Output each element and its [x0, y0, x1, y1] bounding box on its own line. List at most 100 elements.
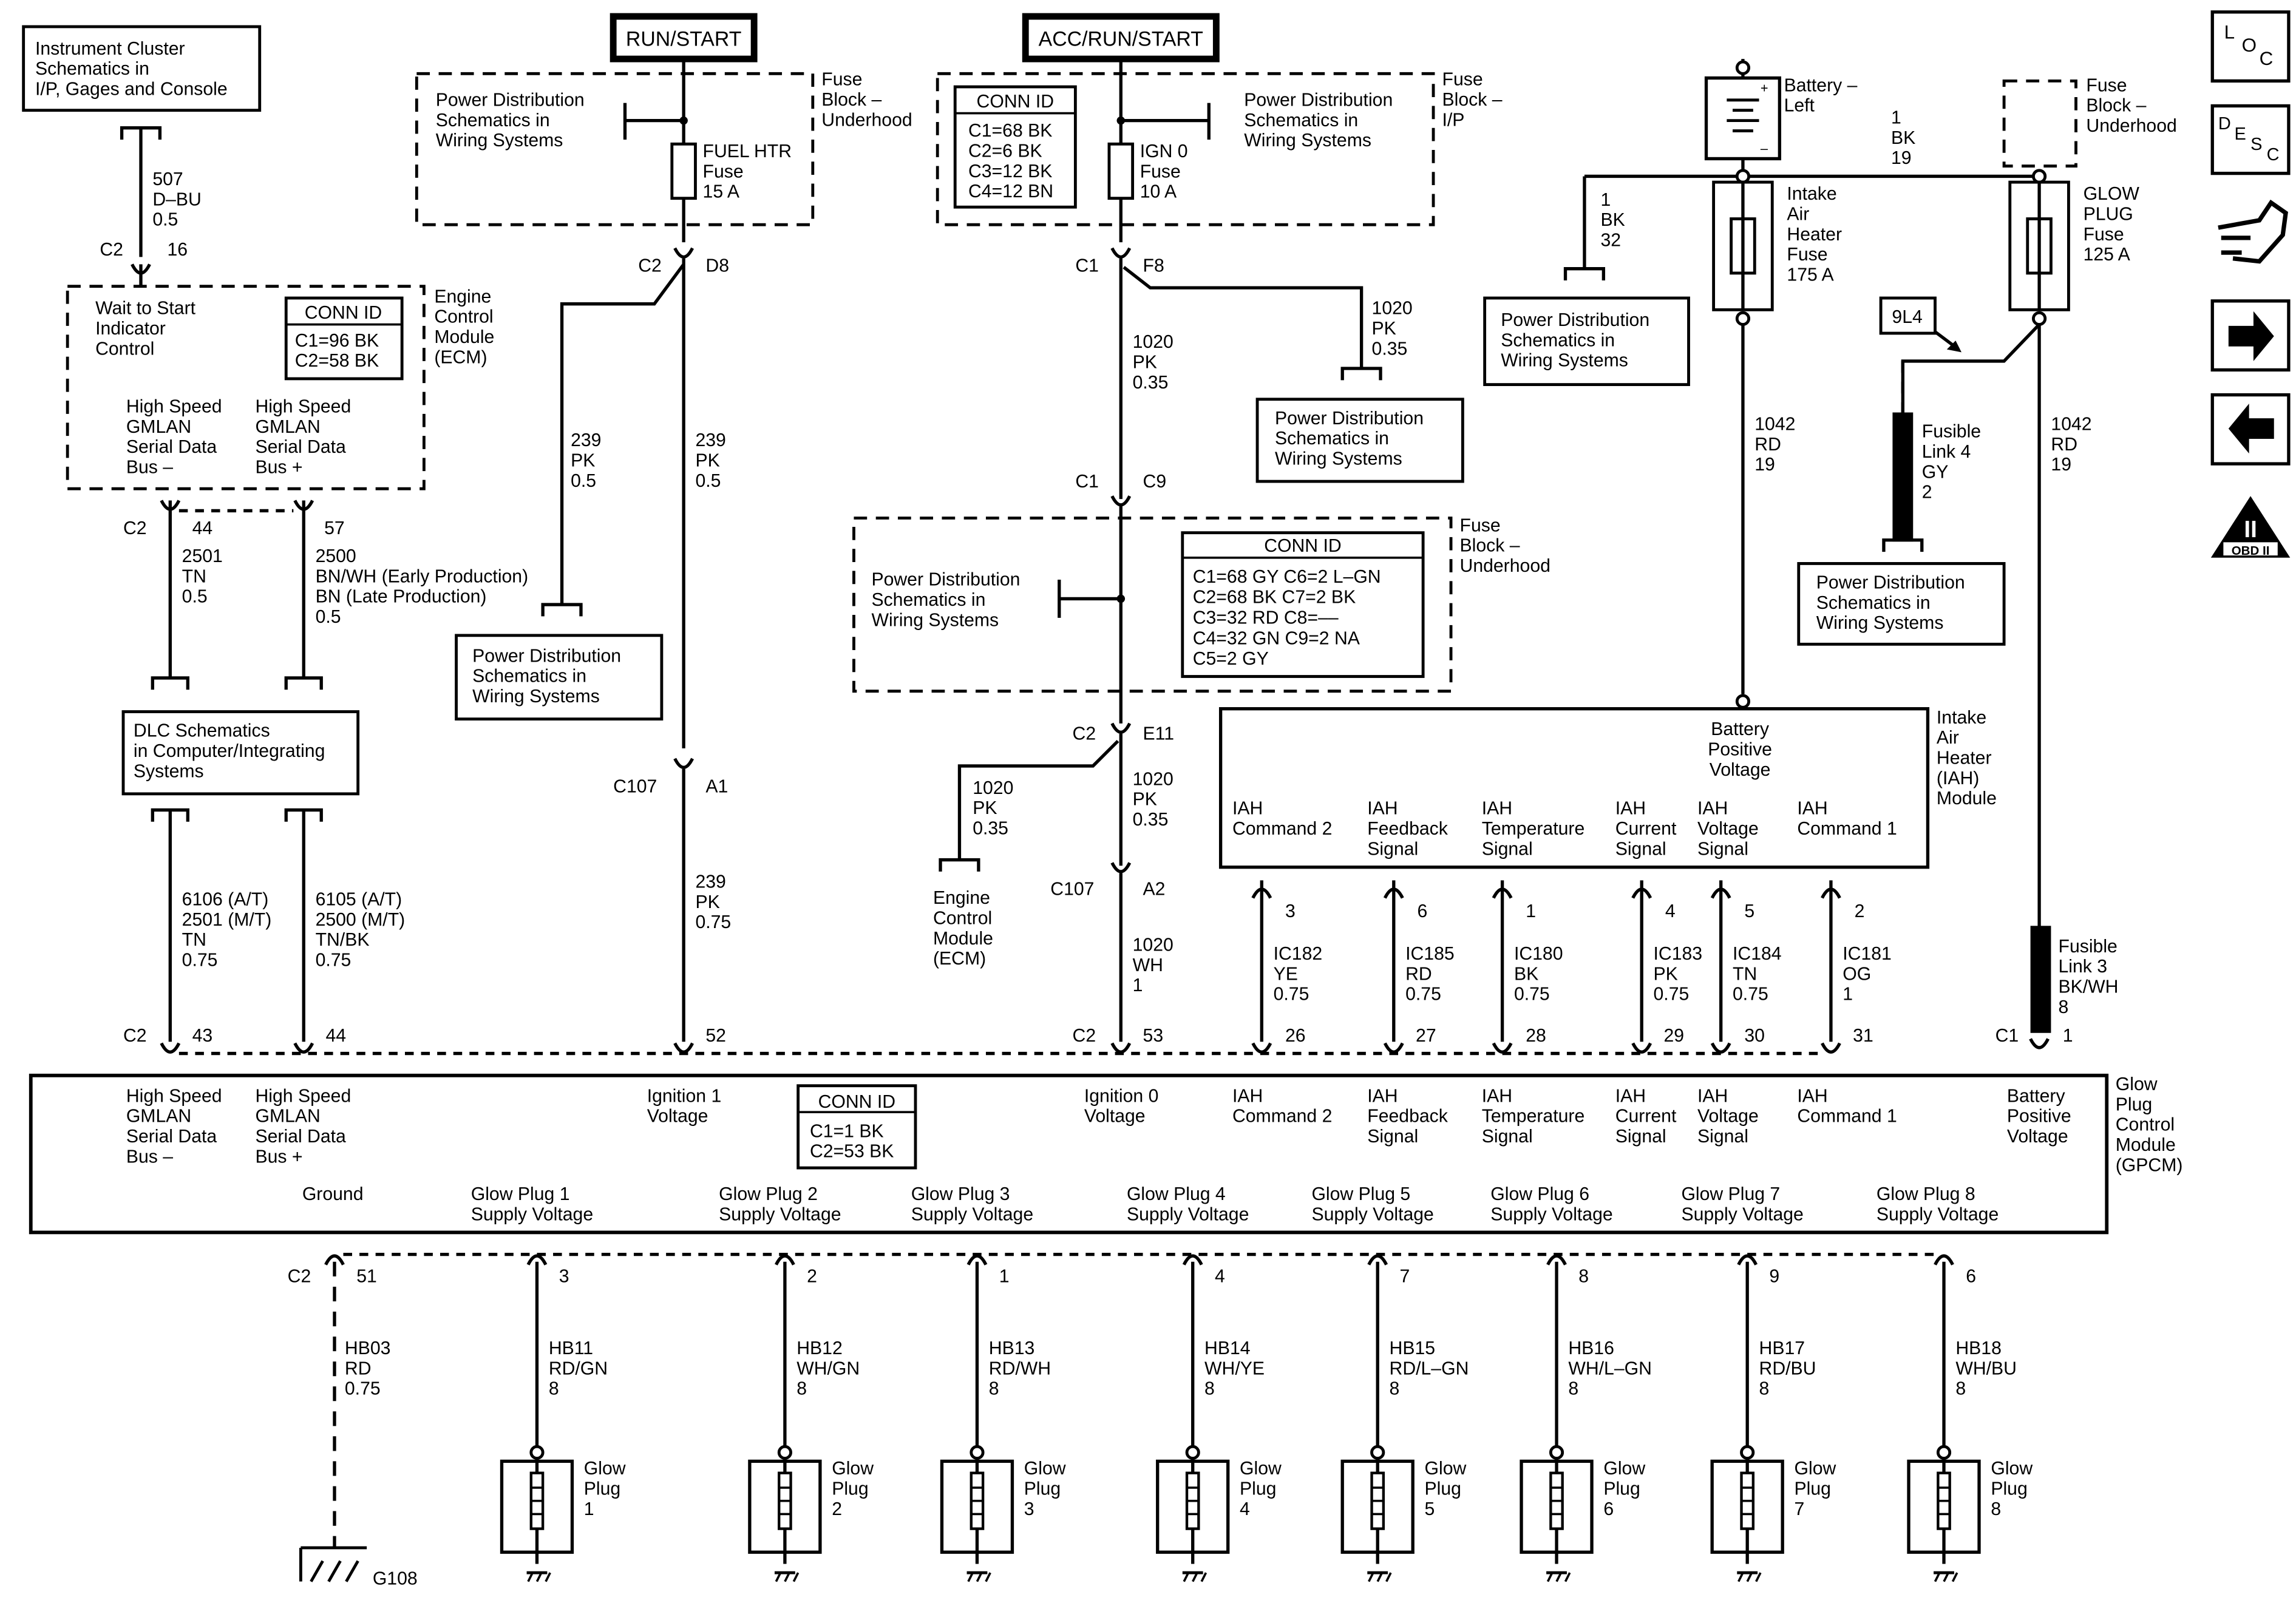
fuse-block-label: Block – — [1460, 536, 1520, 556]
gpcm-pin-label: Supply Voltage — [1681, 1205, 1803, 1225]
gpcm-pin-label: IAH — [1367, 1086, 1398, 1106]
pd-text: Wiring Systems — [1275, 449, 1402, 469]
wire-6105-label: 2500 (M/T) — [316, 910, 406, 930]
gpcm-pin-label: Command 1 — [1797, 1107, 1897, 1127]
connid-rows: C2=58 BK — [295, 351, 379, 371]
glow-wire-label: RD/L–GN — [1390, 1358, 1469, 1378]
pd-text: Power Distribution — [1244, 90, 1393, 110]
bracket — [284, 676, 323, 690]
ecm-inner-text: Wait to Start — [95, 299, 196, 319]
gpcm-pin-label: Glow Plug 5 — [1311, 1184, 1410, 1204]
connid-rows: C3=32 RD C8=–– — [1193, 608, 1339, 628]
conn-label: C2 — [1073, 724, 1096, 744]
connid-title: CONN ID — [977, 92, 1054, 112]
wire-1042-label: 1042 — [1754, 415, 1795, 435]
harness-icon — [2221, 236, 2251, 255]
fusible-label: Fusible — [1922, 422, 1981, 442]
fuse-label: 15 A — [703, 182, 740, 202]
glow-plug-label: Glow — [1991, 1459, 2033, 1479]
fuse-block-label: Fuse — [1460, 515, 1501, 535]
loc-letter: O — [2242, 35, 2257, 56]
glow-wire-label: 8 — [1390, 1379, 1400, 1399]
pd-text: Schematics in — [1244, 110, 1358, 131]
connid-title: CONN ID — [305, 303, 382, 323]
battery-plus: + — [1761, 81, 1768, 96]
glow-wire-label: 8 — [549, 1379, 559, 1399]
glow-plug-label: Glow — [1024, 1459, 1066, 1479]
fusible-label: Link 4 — [1922, 442, 1971, 462]
battery-box — [1704, 76, 1782, 161]
ecm-label: Engine — [434, 286, 491, 307]
glow-plug-label: Glow — [1603, 1459, 1645, 1479]
iah-pin-label: IAH — [1482, 799, 1512, 819]
obd-text: OBD II — [2232, 544, 2270, 558]
ecm-small-text: Control — [933, 908, 992, 928]
fuse-block-label: Fuse — [2086, 75, 2127, 95]
ecm-small-text: (ECM) — [933, 949, 986, 969]
glow-plug-coil — [531, 1486, 543, 1516]
conn-label: C2 — [638, 256, 662, 276]
wire-1042-label: 19 — [1754, 455, 1775, 475]
conn-label: C2 — [123, 518, 147, 538]
gpcm-pin-label: Supply Voltage — [471, 1205, 593, 1225]
battery-terminal — [1735, 60, 1751, 75]
gpcm-pin-label: High Speed — [255, 1086, 351, 1106]
iah-pin-label: IAH — [1232, 799, 1263, 819]
iah-module-box — [1218, 707, 1930, 869]
iah-label: (IAH) — [1937, 768, 1979, 788]
glow-plug-label: Glow — [832, 1459, 874, 1479]
glow-wire-label: 8 — [1955, 1379, 1966, 1399]
iah-wire-label: PK — [1654, 964, 1678, 984]
pd-fusible4-box — [1797, 562, 2006, 646]
pd-text: Schematics in — [871, 590, 985, 610]
ecm-pin-label: GMLAN — [255, 417, 320, 437]
fusible-label: Link 3 — [2059, 957, 2108, 977]
fusible-link-3 — [2030, 926, 2051, 1033]
glow-plug-coil — [1371, 1486, 1384, 1516]
gpcm-pin-label: Glow Plug 1 — [471, 1184, 570, 1204]
gpcm-top-connector — [1251, 1042, 1272, 1054]
wire-6106-label: TN — [182, 930, 206, 950]
fuse-label: Fuse — [1140, 161, 1181, 181]
pd-text: Wiring Systems — [472, 686, 600, 707]
glow-wire-label: HB15 — [1390, 1338, 1436, 1358]
conn-label: 8 — [1578, 1267, 1589, 1287]
iah-battery-label: Positive — [1708, 740, 1772, 760]
gpcm-pin-label: IAH — [1615, 1086, 1646, 1106]
iah-wire-label: IC184 — [1733, 944, 1782, 964]
terminal-ring — [2032, 311, 2047, 326]
chassis-ground — [1368, 1572, 1392, 1582]
ecm-small-text: Module — [933, 929, 993, 949]
glow-plug-terminal — [1936, 1445, 1952, 1460]
connid-rows: C2=68 BK C7=2 BK — [1193, 588, 1356, 608]
c107-a2-connector — [1110, 862, 1132, 873]
ecm-pin-label: Serial Data — [255, 437, 346, 457]
ref-9l4-text: 9L4 — [1892, 307, 1922, 327]
wire-1020-label: 1020 — [1133, 769, 1173, 789]
iah-pin-label: Voltage — [1697, 819, 1759, 839]
connid-rows: C4=12 BN — [968, 181, 1053, 202]
fuse-label: GLOW — [2084, 184, 2140, 204]
gpcm-label: Plug — [2116, 1094, 2152, 1114]
ecm-inner-text: Indicator — [95, 319, 166, 339]
ecm-label: (ECM) — [434, 347, 487, 367]
iah-pin-label: Command 2 — [1232, 819, 1332, 839]
ecm-label: Module — [434, 327, 494, 347]
pd-text: Wiring Systems — [1244, 131, 1371, 151]
wire-239-label: 0.5 — [695, 471, 721, 491]
iah-pin-number: 4 — [1665, 901, 1676, 921]
gpcm-pin-label: Supply Voltage — [1877, 1205, 1999, 1225]
wire-1bk-label: BK — [1601, 210, 1625, 230]
gpcm-bottom-connector — [1182, 1254, 1203, 1266]
dlc-text: in Computer/Integrating — [134, 741, 325, 761]
gpcm-pin-label: Glow Plug 2 — [719, 1184, 818, 1204]
fusible-label: 2 — [1922, 483, 1932, 503]
iah-wire-label: 0.75 — [1274, 985, 1309, 1005]
fuse-label: 125 A — [2084, 245, 2131, 265]
harness-icon — [2218, 199, 2288, 264]
glow-plug-terminal — [970, 1445, 985, 1460]
fuse-label: PLUG — [2084, 204, 2133, 224]
conn-label: 44 — [192, 518, 213, 538]
fuse-label: FUEL HTR — [703, 141, 792, 161]
wire-1020-label: 1020 — [1133, 935, 1173, 955]
